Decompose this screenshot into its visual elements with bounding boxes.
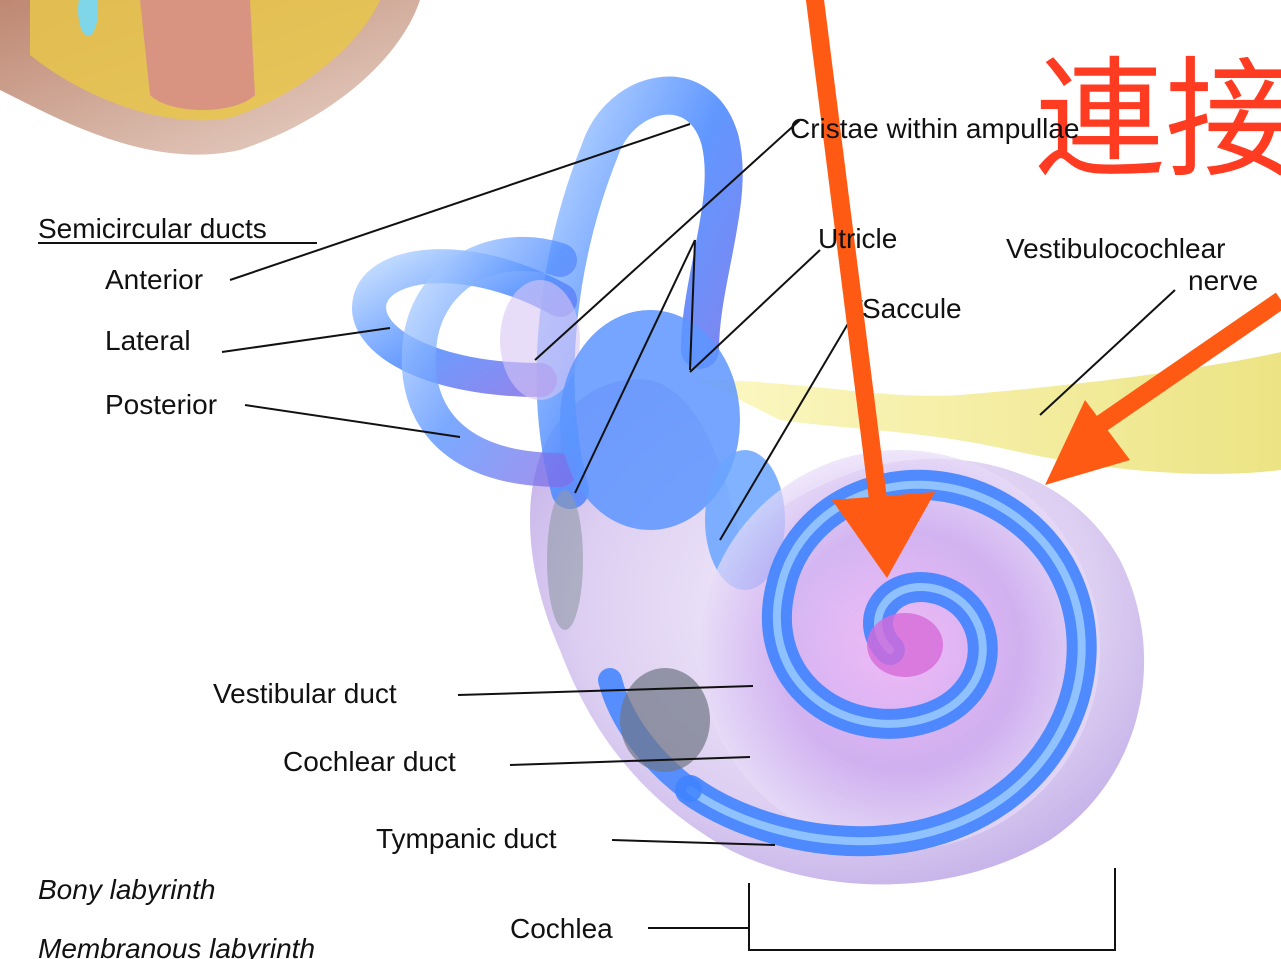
label-tympanic-duct: Tympanic duct [376,823,557,854]
label-cristae: Cristae within ampullae [790,113,1079,144]
label-semicircular-ducts: Semicircular ducts [38,213,267,244]
orange-arrow-down [815,0,880,515]
label-posterior: Posterior [105,389,217,420]
label-bony-labyrinth: Bony labyrinth [38,874,215,905]
label-nerve: nerve [1188,265,1258,296]
label-lateral: Lateral [105,325,191,356]
label-anterior: Anterior [105,264,203,295]
round-window [620,668,710,772]
label-vestibulocochlear: Vestibulocochlear [1006,233,1225,264]
label-vestibular-duct: Vestibular duct [213,678,397,709]
label-cochlear-duct: Cochlear duct [283,746,456,777]
oval-window [547,490,583,630]
label-saccule: Saccule [862,293,962,324]
label-utricle: Utricle [818,223,897,254]
label-cochlea: Cochlea [510,913,613,944]
label-membranous-labyrinth: Membranous labyrinth [38,933,315,959]
outer-ear-tissue [0,0,420,155]
